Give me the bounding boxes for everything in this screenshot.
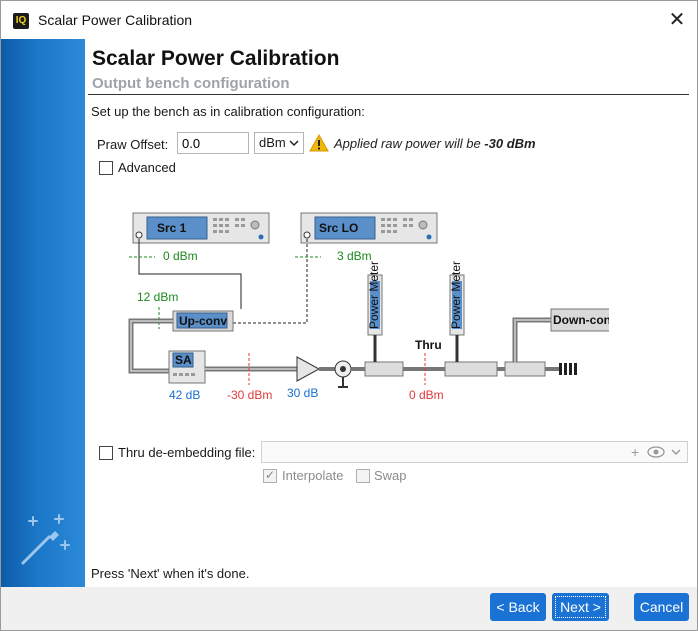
app-icon: IQ: [13, 13, 29, 29]
swap-label: Swap: [374, 468, 407, 483]
next-button[interactable]: Next >: [552, 593, 609, 621]
close-icon[interactable]: ✕: [668, 9, 686, 31]
srclo-label: Src LO: [319, 221, 358, 235]
unit-select-value: dBm: [259, 135, 286, 150]
amp-gain-label: 30 dB: [287, 386, 318, 400]
interpolate-label: Interpolate: [282, 468, 344, 483]
advanced-checkbox[interactable]: [99, 161, 113, 175]
page-title: Scalar Power Calibration: [92, 47, 340, 70]
wizard-sidebar: [1, 39, 85, 587]
warning-prefix: Applied raw power will be: [334, 136, 485, 151]
src1-power-label: 0 dBm: [163, 249, 198, 263]
window-title: Scalar Power Calibration: [38, 12, 193, 28]
chevron-down-icon[interactable]: [671, 447, 681, 457]
cancel-button[interactable]: Cancel: [634, 593, 689, 621]
eye-icon[interactable]: [647, 446, 665, 458]
unit-select[interactable]: dBm: [254, 132, 304, 154]
title-bar: IQ Scalar Power Calibration ✕: [1, 1, 697, 39]
srclo-power-label: 3 dBm: [337, 249, 372, 263]
sa-label: SA: [175, 353, 192, 367]
power-meter-2-label: Power Meter: [449, 261, 463, 329]
sa-gain-label: 42 dB: [169, 388, 200, 402]
footer-hint: Press 'Next' when it's done.: [91, 566, 250, 581]
interpolate-checkbox[interactable]: ✓: [263, 468, 277, 483]
raw-offset-input[interactable]: [177, 132, 249, 154]
warning-value: -30 dBm: [484, 136, 536, 151]
magic-wand-icon: [21, 514, 70, 565]
advanced-label: Advanced: [118, 160, 176, 175]
warning-text: Applied raw power will be -30 dBm: [334, 136, 536, 151]
raw-offset-label: Praw Offset:: [97, 137, 169, 152]
back-button[interactable]: < Back: [490, 593, 546, 621]
upconv-label: Up-conv: [179, 314, 227, 328]
adapter-2: [444, 361, 498, 377]
warning-triangle-icon: [309, 134, 329, 152]
adapter-3: [504, 361, 546, 377]
bench-diagram: Src 1 Src LO 0 dBm 3 dBm Up-conv 12 dBm: [128, 212, 609, 402]
thru-deembed-file-input[interactable]: [261, 441, 688, 463]
attn-power-label: -30 dBm: [227, 388, 272, 402]
thru-label: Thru: [415, 338, 442, 352]
downconv-label: Down-conv: [553, 313, 609, 327]
src1-instrument: [132, 212, 270, 244]
srclo-instrument: [300, 212, 438, 244]
adapter-1: [364, 361, 404, 377]
plus-icon[interactable]: +: [631, 444, 640, 460]
thru-deembed-checkbox[interactable]: [99, 446, 113, 460]
upconv-in-power-label: 12 dBm: [137, 290, 178, 304]
amplifier-symbol: [296, 356, 321, 382]
thru-deembed-label: Thru de-embedding file:: [118, 445, 256, 460]
swap-checkbox[interactable]: [356, 469, 370, 483]
header-divider: [88, 94, 689, 95]
power-meter-1-label: Power Meter: [367, 261, 381, 329]
chevron-down-icon: [289, 140, 299, 147]
instruction-text: Set up the bench as in calibration confi…: [91, 104, 365, 119]
src1-label: Src 1: [157, 221, 187, 235]
page-subtitle: Output bench configuration: [92, 75, 290, 92]
thru-power-label: 0 dBm: [409, 388, 444, 402]
